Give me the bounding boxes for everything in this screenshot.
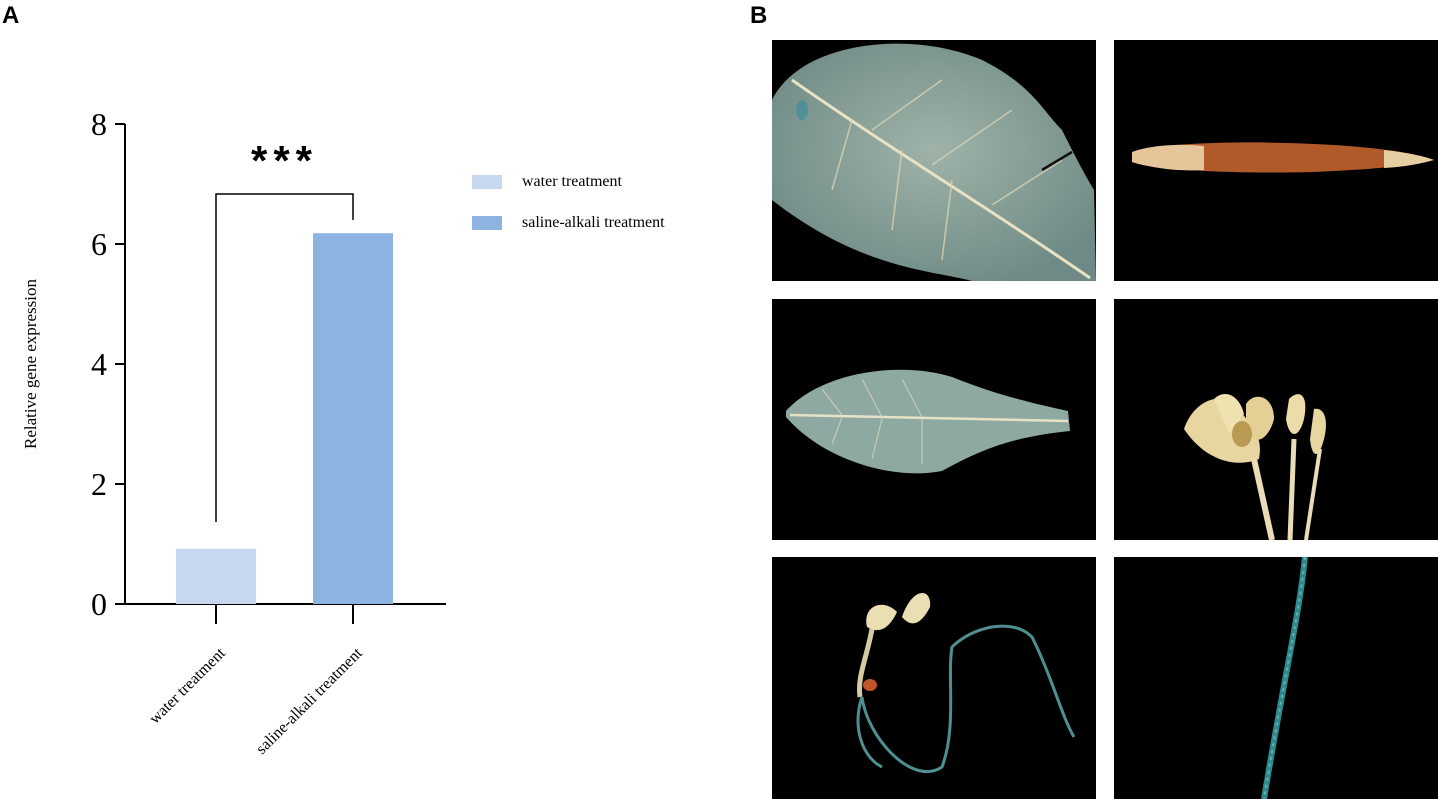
x-tick-label: water treatment	[146, 644, 229, 727]
significance-bracket	[215, 193, 354, 522]
seed-pod-icon	[1132, 142, 1434, 173]
root-icon	[1261, 557, 1308, 799]
y-tick-label: 8	[91, 106, 107, 142]
flower-icon	[1184, 394, 1326, 540]
legend-swatch-saline-alkali	[472, 216, 502, 230]
y-tick-label: 2	[91, 466, 107, 502]
photo-root	[1114, 557, 1438, 799]
y-tick-label: 6	[91, 226, 107, 262]
legend-label: water treatment	[522, 173, 623, 190]
bar-water	[176, 548, 256, 604]
bar-saline-alkali	[313, 233, 393, 604]
seedling-icon	[856, 593, 1076, 774]
y-tick-label: 4	[91, 346, 107, 382]
photo-seedling	[772, 557, 1096, 799]
leaf-icon	[772, 43, 1096, 281]
y-tick-label: 0	[91, 586, 107, 622]
y-axis-label: Relative gene expression	[21, 279, 40, 449]
legend-swatch-water	[472, 175, 502, 189]
photo-rosette-leaf	[772, 299, 1096, 540]
x-tick-label: saline-alkali treatment	[253, 644, 366, 757]
leaf-icon	[786, 369, 1070, 474]
legend-label: saline-alkali treatment	[522, 214, 665, 231]
panel-a-label: A	[2, 2, 20, 29]
photo-silique	[1114, 40, 1438, 281]
photo-leaf-veins	[772, 40, 1096, 281]
panel-b-label: B	[750, 2, 768, 29]
significance-stars: ***	[251, 137, 318, 184]
photo-flowers	[1114, 299, 1438, 540]
